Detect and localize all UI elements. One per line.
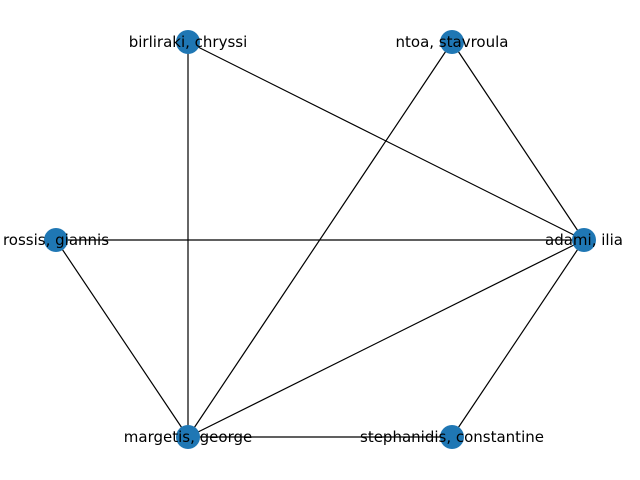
- node-label-rossis: rossis, giannis: [3, 231, 109, 249]
- node-label-stephanidis: stephanidis, constantine: [360, 428, 544, 446]
- node-adami: [572, 228, 596, 252]
- node-label-adami: adami, ilia: [545, 231, 623, 249]
- edge-adami-margetis: [187, 239, 585, 438]
- edge-adami-stephanidis: [451, 239, 585, 438]
- edge-ntoa-adami: [451, 41, 585, 241]
- node-margetis: [176, 425, 200, 449]
- node-birliraki: [176, 30, 200, 54]
- node-stephanidis: [440, 425, 464, 449]
- node-label-birliraki: birliraki, chryssi: [129, 33, 248, 51]
- nodes-layer: [44, 30, 596, 449]
- node-label-margetis: margetis, george: [124, 428, 252, 446]
- node-label-ntoa: ntoa, stavroula: [396, 33, 509, 51]
- node-ntoa: [440, 30, 464, 54]
- edge-rossis-margetis: [55, 239, 189, 438]
- edges-layer: [55, 41, 585, 438]
- node-rossis: [44, 228, 68, 252]
- labels-layer: birliraki, chryssi ntoa, stavroula rossis,…: [3, 33, 623, 446]
